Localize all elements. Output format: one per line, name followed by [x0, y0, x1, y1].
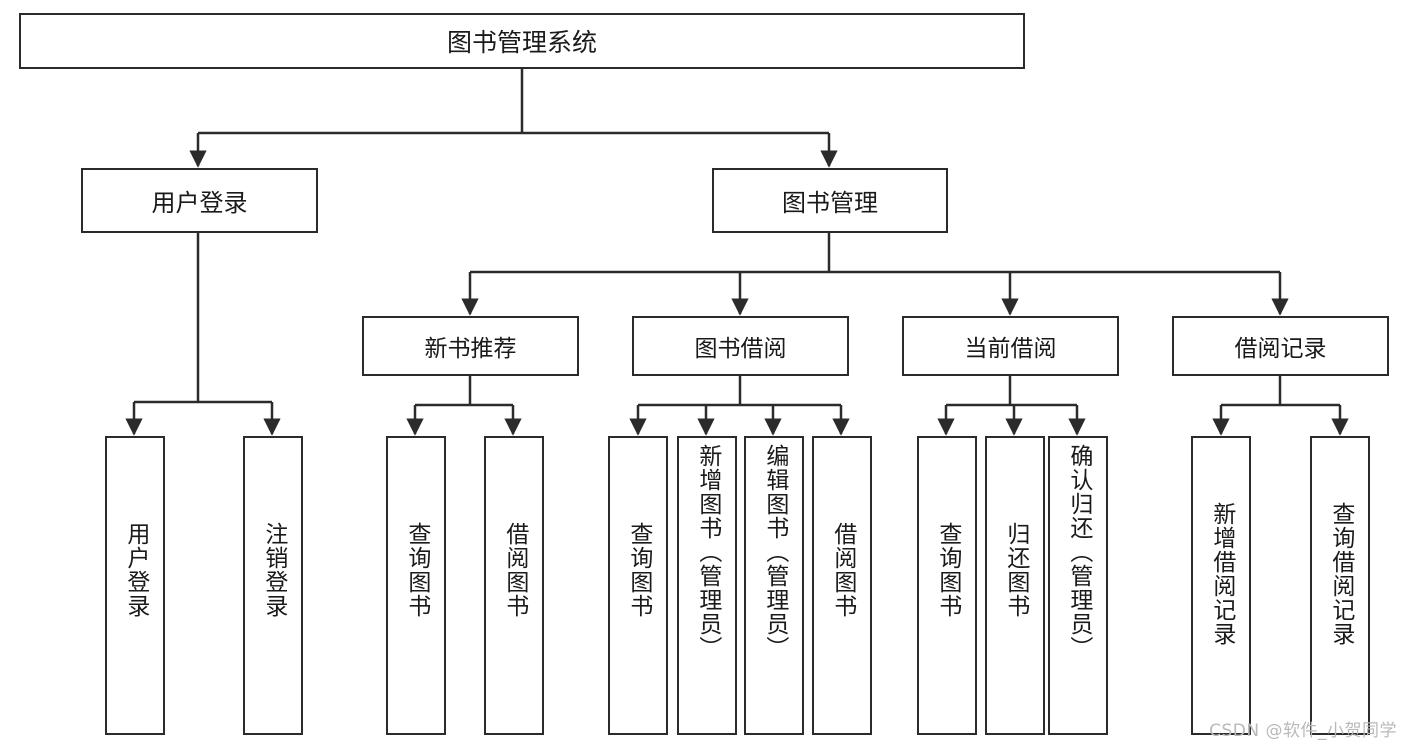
node-borrow-record-label: 借阅记录 [1234, 336, 1327, 362]
csdn-watermark: CSDN @软件_小贺同学 [1209, 721, 1397, 741]
node-root[interactable]: 图书管理系统 [19, 13, 1025, 69]
node-book-borrow[interactable]: 图书借阅 [632, 316, 849, 376]
leaf-book-borrow-2[interactable]: 新增图书（管理员） [677, 436, 737, 735]
node-book-borrow-label: 图书借阅 [694, 336, 787, 362]
node-user-login-label: 用户登录 [151, 189, 248, 217]
leaf-new-book-1[interactable]: 查询图书 [386, 436, 446, 735]
leaf-current-borrow-1-label: 查询图书 [934, 522, 961, 618]
leaf-borrow-record-1[interactable]: 新增借阅记录 [1191, 436, 1251, 735]
node-current-borrow-label: 当前借阅 [964, 336, 1057, 362]
node-user-login[interactable]: 用户登录 [81, 168, 318, 233]
leaf-current-borrow-1[interactable]: 查询图书 [917, 436, 977, 735]
leaf-current-borrow-3[interactable]: 确认归还（管理员） [1048, 436, 1108, 735]
leaf-book-borrow-1-label: 查询图书 [625, 522, 652, 618]
node-borrow-record[interactable]: 借阅记录 [1172, 316, 1389, 376]
node-book-management[interactable]: 图书管理 [712, 168, 948, 233]
node-current-borrow[interactable]: 当前借阅 [902, 316, 1119, 376]
node-book-management-label: 图书管理 [782, 189, 878, 217]
leaf-borrow-record-1-label: 新增借阅记录 [1208, 502, 1235, 646]
leaf-user-login-1[interactable]: 用户登录 [105, 436, 165, 735]
leaf-current-borrow-3-label: 确认归还（管理员） [1065, 444, 1092, 660]
leaf-current-borrow-2[interactable]: 归还图书 [985, 436, 1045, 735]
node-root-label: 图书管理系统 [446, 28, 597, 57]
leaf-new-book-2[interactable]: 借阅图书 [484, 436, 544, 735]
leaf-user-login-1-label: 用户登录 [122, 522, 149, 618]
leaf-user-login-2[interactable]: 注销登录 [243, 436, 303, 735]
leaf-book-borrow-3-label: 编辑图书（管理员） [761, 444, 788, 660]
leaf-book-borrow-4[interactable]: 借阅图书 [812, 436, 872, 735]
leaf-book-borrow-2-label: 新增图书（管理员） [694, 444, 721, 660]
leaf-borrow-record-2[interactable]: 查询借阅记录 [1310, 436, 1370, 735]
leaf-new-book-1-label: 查询图书 [403, 522, 430, 618]
leaf-book-borrow-3[interactable]: 编辑图书（管理员） [744, 436, 804, 735]
leaf-new-book-2-label: 借阅图书 [501, 522, 528, 618]
node-new-book-recommend-label: 新书推荐 [424, 336, 517, 362]
leaf-current-borrow-2-label: 归还图书 [1002, 522, 1029, 618]
leaf-book-borrow-4-label: 借阅图书 [829, 522, 856, 618]
leaf-book-borrow-1[interactable]: 查询图书 [608, 436, 668, 735]
leaf-borrow-record-2-label: 查询借阅记录 [1327, 502, 1354, 646]
leaf-user-login-2-label: 注销登录 [260, 522, 287, 618]
node-new-book-recommend[interactable]: 新书推荐 [362, 316, 579, 376]
